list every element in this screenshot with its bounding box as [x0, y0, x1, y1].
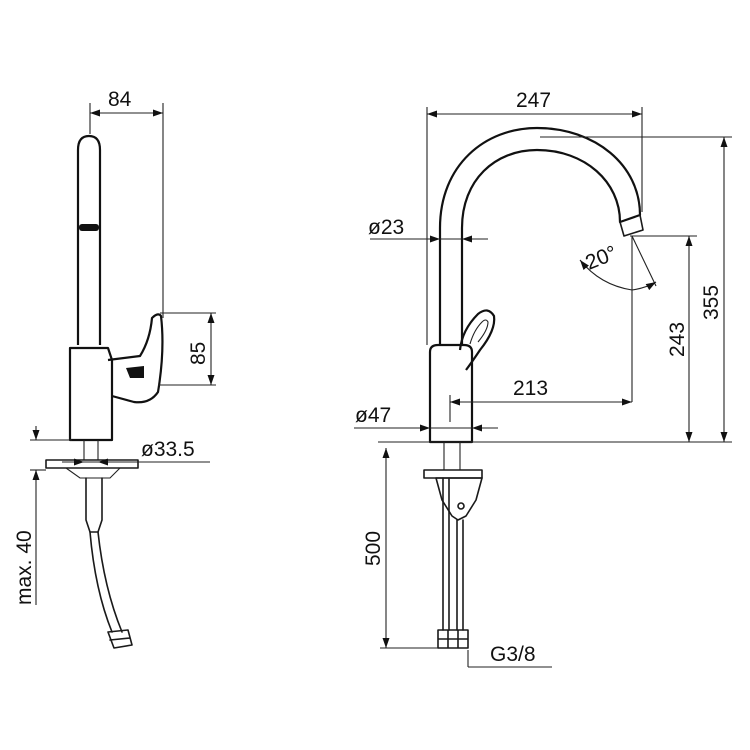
front-neck — [443, 442, 461, 470]
lever-tip — [126, 366, 144, 378]
dim-355-label: 355 — [700, 285, 723, 320]
front-deck-plate — [423, 469, 483, 479]
dim-243-label: 243 — [666, 322, 689, 357]
dim-84-label: 84 — [108, 88, 132, 111]
side-fixing-nut — [65, 467, 121, 479]
side-dimensions: 84 85 ø33.5 max. 40 — [13, 88, 216, 605]
dim-335-label: ø33.5 — [141, 438, 195, 461]
lever-slot — [469, 319, 489, 345]
front-lever — [458, 309, 496, 371]
side-lever — [107, 313, 164, 404]
side-hose-connector — [85, 477, 103, 533]
side-view-faucet — [45, 134, 164, 649]
front-spout — [438, 126, 642, 345]
front-hose-nuts — [437, 629, 469, 649]
dim-20deg-label: 20° — [582, 241, 620, 274]
front-hoses — [442, 477, 464, 631]
side-spout-rod — [76, 134, 102, 345]
side-neck — [83, 440, 99, 460]
dim-85-label: 85 — [187, 342, 210, 365]
dim-g38-label: G3/8 — [490, 643, 536, 666]
dim-247-label: 247 — [516, 89, 551, 112]
dim-213-label: 213 — [513, 377, 548, 400]
dim-23-label: ø23 — [368, 216, 404, 239]
dim-angle-arc — [579, 259, 633, 291]
aerator-mark — [79, 224, 99, 231]
dim-500-label: 500 — [362, 531, 385, 566]
side-deck-plate — [45, 459, 139, 469]
side-body — [68, 346, 114, 442]
side-hose — [89, 531, 123, 633]
front-dimensions: 247 355 243 ø23 20° 213 ø47 5 — [354, 89, 732, 668]
front-body — [428, 343, 474, 444]
front-view-faucet — [423, 126, 644, 649]
spout-tip — [619, 214, 644, 237]
nut-hole — [457, 502, 465, 510]
side-hose-nut — [107, 629, 133, 649]
dim-47-label: ø47 — [355, 404, 391, 427]
dim-max40-label: max. 40 — [13, 530, 36, 605]
